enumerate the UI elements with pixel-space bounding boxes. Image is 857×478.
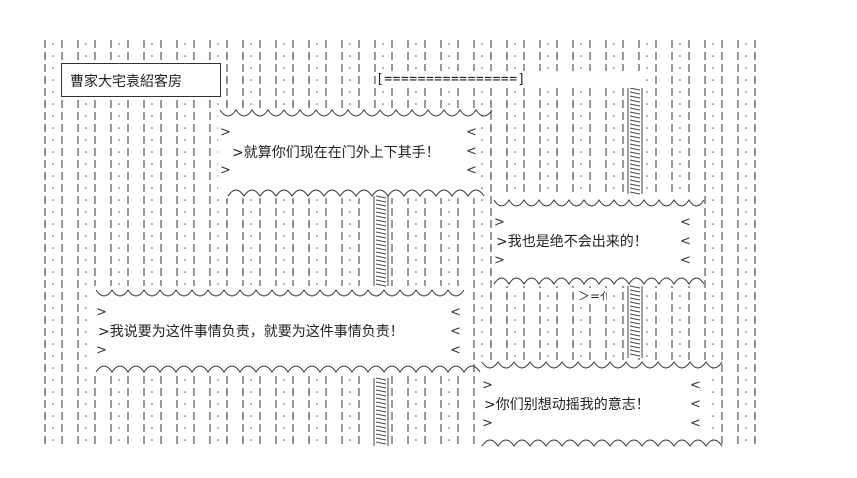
speech-bubble-outline: > > < < < [95, 289, 481, 373]
svg-text:>: > [494, 215, 505, 230]
svg-text:>: > [96, 305, 107, 320]
svg-text:>: > [220, 163, 231, 178]
svg-text:<: < [450, 343, 461, 358]
svg-text:<: < [680, 215, 691, 230]
svg-text:>: > [220, 125, 231, 140]
speech-bubble-text: >我也是绝不会出来的！ [496, 233, 648, 251]
room-title: 曹家大宅袁紹客房 [70, 74, 182, 90]
svg-text:<: < [690, 416, 701, 431]
svg-text:>: > [494, 253, 505, 268]
svg-text:<: < [690, 378, 701, 393]
speech-bubble-text: >就算你们现在在门外上下其手！ [232, 144, 440, 162]
svg-text:<: < [466, 125, 477, 140]
equals-bar: [================] [376, 71, 642, 88]
speech-bubble-outline: > > < < < [481, 361, 723, 447]
room-title-box: 曹家大宅袁紹客房 [61, 63, 221, 97]
speech-bubble-outline: > > < < < [219, 109, 493, 197]
svg-text:<: < [450, 305, 461, 320]
face-glyph: ＞=ｲ [578, 289, 607, 303]
svg-text:>: > [482, 378, 493, 393]
svg-text:<: < [450, 324, 461, 339]
svg-text:<: < [466, 163, 477, 178]
svg-text:<: < [680, 234, 691, 249]
speech-bubble-outline: > > < < < [493, 199, 705, 285]
speech-bubble-text: >你们别想动摇我的意志！ [484, 396, 650, 414]
svg-text:<: < [680, 253, 691, 268]
speech-bubble-text: >我说要为这件事情负责，就要为这件事情负责！ [98, 323, 404, 341]
svg-text:<: < [466, 144, 477, 159]
svg-text:<: < [690, 397, 701, 412]
svg-text:>: > [482, 416, 493, 431]
svg-text:>: > [96, 343, 107, 358]
